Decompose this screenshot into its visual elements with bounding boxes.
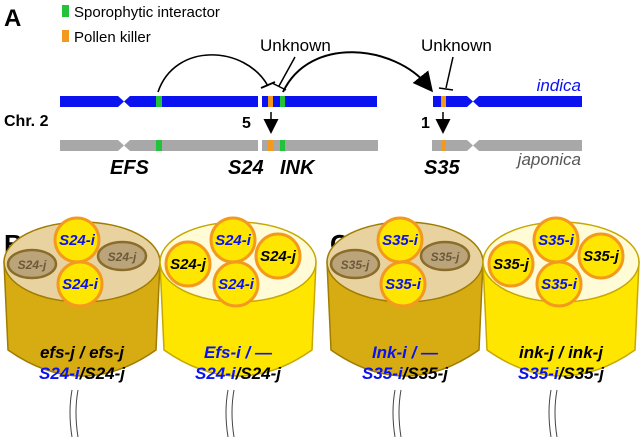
genotype-allele-i: S35-i: [362, 364, 404, 383]
pollen-grain: S35-j: [577, 232, 625, 280]
filament-line: [554, 389, 558, 437]
s24-marker-japonica: [268, 140, 273, 151]
gene-s35-label: S35: [424, 157, 460, 179]
genotype-bottom: S24-i/S24-j: [195, 364, 282, 383]
genotype-top: ink-j / ink-j: [519, 343, 604, 362]
efs-inhibit-bar: [260, 81, 276, 89]
genotype-separator: /: [79, 364, 87, 383]
pollen-grain: S35-j: [419, 240, 471, 272]
legend-label-pollen-killer: Pollen killer: [74, 29, 151, 46]
filament-line: [398, 389, 402, 437]
locus-number-5: 5: [242, 115, 251, 132]
ink-marker-indica: [280, 96, 285, 107]
pollen-label: S35-j: [431, 250, 460, 264]
unknown-inhibit-line-right: [445, 56, 454, 89]
pollen-grain: S35-j: [329, 248, 381, 280]
genotype-separator: /: [558, 364, 566, 383]
pollen-label: S35-i: [538, 232, 575, 249]
legend-label-interactor: Sporophytic interactor: [74, 4, 220, 21]
pollen-label: S24-i: [218, 276, 255, 293]
genotype-top: efs-j / efs-j: [40, 343, 125, 362]
genotype-allele-j: S24-j: [84, 364, 126, 383]
pollen-label: S24-j: [260, 248, 297, 265]
pollen-label: S24-j: [170, 256, 207, 273]
gene-efs-label: EFS: [110, 157, 150, 179]
genotype-allele-j: S35-j: [563, 364, 605, 383]
genotype-allele-i: S24-i: [195, 364, 237, 383]
indica-label: indica: [537, 76, 581, 95]
unknown-inhibit-bar-right: [438, 87, 454, 91]
pollen-label: S35-j: [493, 256, 530, 273]
efs-inhibit-arc: [157, 54, 269, 93]
pollen-label: S35-j: [341, 258, 370, 272]
pollen-grain: S35-j: [487, 240, 535, 288]
pollen-label: S35-i: [382, 232, 419, 249]
ink-arrow-arc: [282, 51, 434, 93]
efs-marker-japonica: [156, 140, 162, 151]
pollen-label: S24-i: [215, 232, 252, 249]
pollen-grain: S24-i: [209, 216, 257, 264]
pollen-grain: S24-j: [96, 240, 148, 272]
pollen-grain: S24-j: [254, 232, 302, 280]
pollen-grain: S24-j: [6, 248, 58, 280]
genotype-allele-j: S24-j: [240, 364, 282, 383]
genotype-separator: /: [235, 364, 243, 383]
genotype-top: Ink-i / —: [372, 343, 439, 362]
japonica-label: japonica: [516, 150, 581, 169]
locus-number-1: 1: [421, 115, 430, 132]
genotype-separator: /: [402, 364, 410, 383]
pollen-grain: S24-i: [56, 260, 104, 308]
indica-chromosome: [60, 94, 582, 109]
filament-line: [69, 389, 73, 437]
genotype-bottom: S24-i/S24-j: [39, 364, 126, 383]
pollen-label: S35-i: [385, 276, 422, 293]
pollen-grain: S24-j: [164, 240, 212, 288]
pollen-label: S35-j: [583, 248, 620, 265]
s24-marker-indica: [268, 96, 273, 107]
panel-a-letter: A: [4, 5, 21, 32]
unknown-inhibit-line-left: [278, 56, 296, 87]
pollen-grain: S35-i: [532, 216, 580, 264]
gene-s24-label: S24: [228, 157, 264, 179]
filament-line: [548, 389, 552, 437]
pollen-grain: S35-i: [376, 216, 424, 264]
filament-line: [225, 389, 229, 437]
gene-ink-label: INK: [280, 157, 316, 179]
legend-swatch-pollen-killer: [62, 30, 69, 42]
pollen-grain: S24-i: [212, 260, 260, 308]
genotype-allele-j: S35-j: [407, 364, 449, 383]
pollen-label: S24-j: [18, 258, 47, 272]
pollen-grain: S35-i: [379, 260, 427, 308]
pollen-label: S24-i: [62, 276, 99, 293]
genotype-top: Efs-i / —: [204, 343, 273, 362]
pollen-label: S35-i: [541, 276, 578, 293]
filament-line: [392, 389, 396, 437]
genotype-bottom: S35-i/S35-j: [362, 364, 449, 383]
unknown-label-right: Unknown: [421, 36, 492, 55]
pollen-label: S24-i: [59, 232, 96, 249]
s35-marker-indica: [441, 96, 446, 107]
unknown-label-left: Unknown: [260, 36, 331, 55]
filament-line: [75, 389, 79, 437]
chromosome-label: Chr. 2: [4, 113, 49, 130]
efs-marker-indica: [156, 96, 162, 107]
genotype-bottom: S35-i/S35-j: [518, 364, 605, 383]
pollen-grain: S24-i: [53, 216, 101, 264]
japonica-chromosome: [60, 138, 582, 153]
pollen-label: S24-j: [108, 250, 137, 264]
genotype-allele-i: S24-i: [39, 364, 81, 383]
genotype-allele-i: S35-i: [518, 364, 560, 383]
ink-marker-japonica: [280, 140, 285, 151]
filament-line: [231, 389, 235, 437]
pollen-grain: S35-i: [535, 260, 583, 308]
legend-swatch-interactor: [62, 5, 69, 17]
s35-marker-japonica: [441, 140, 446, 151]
